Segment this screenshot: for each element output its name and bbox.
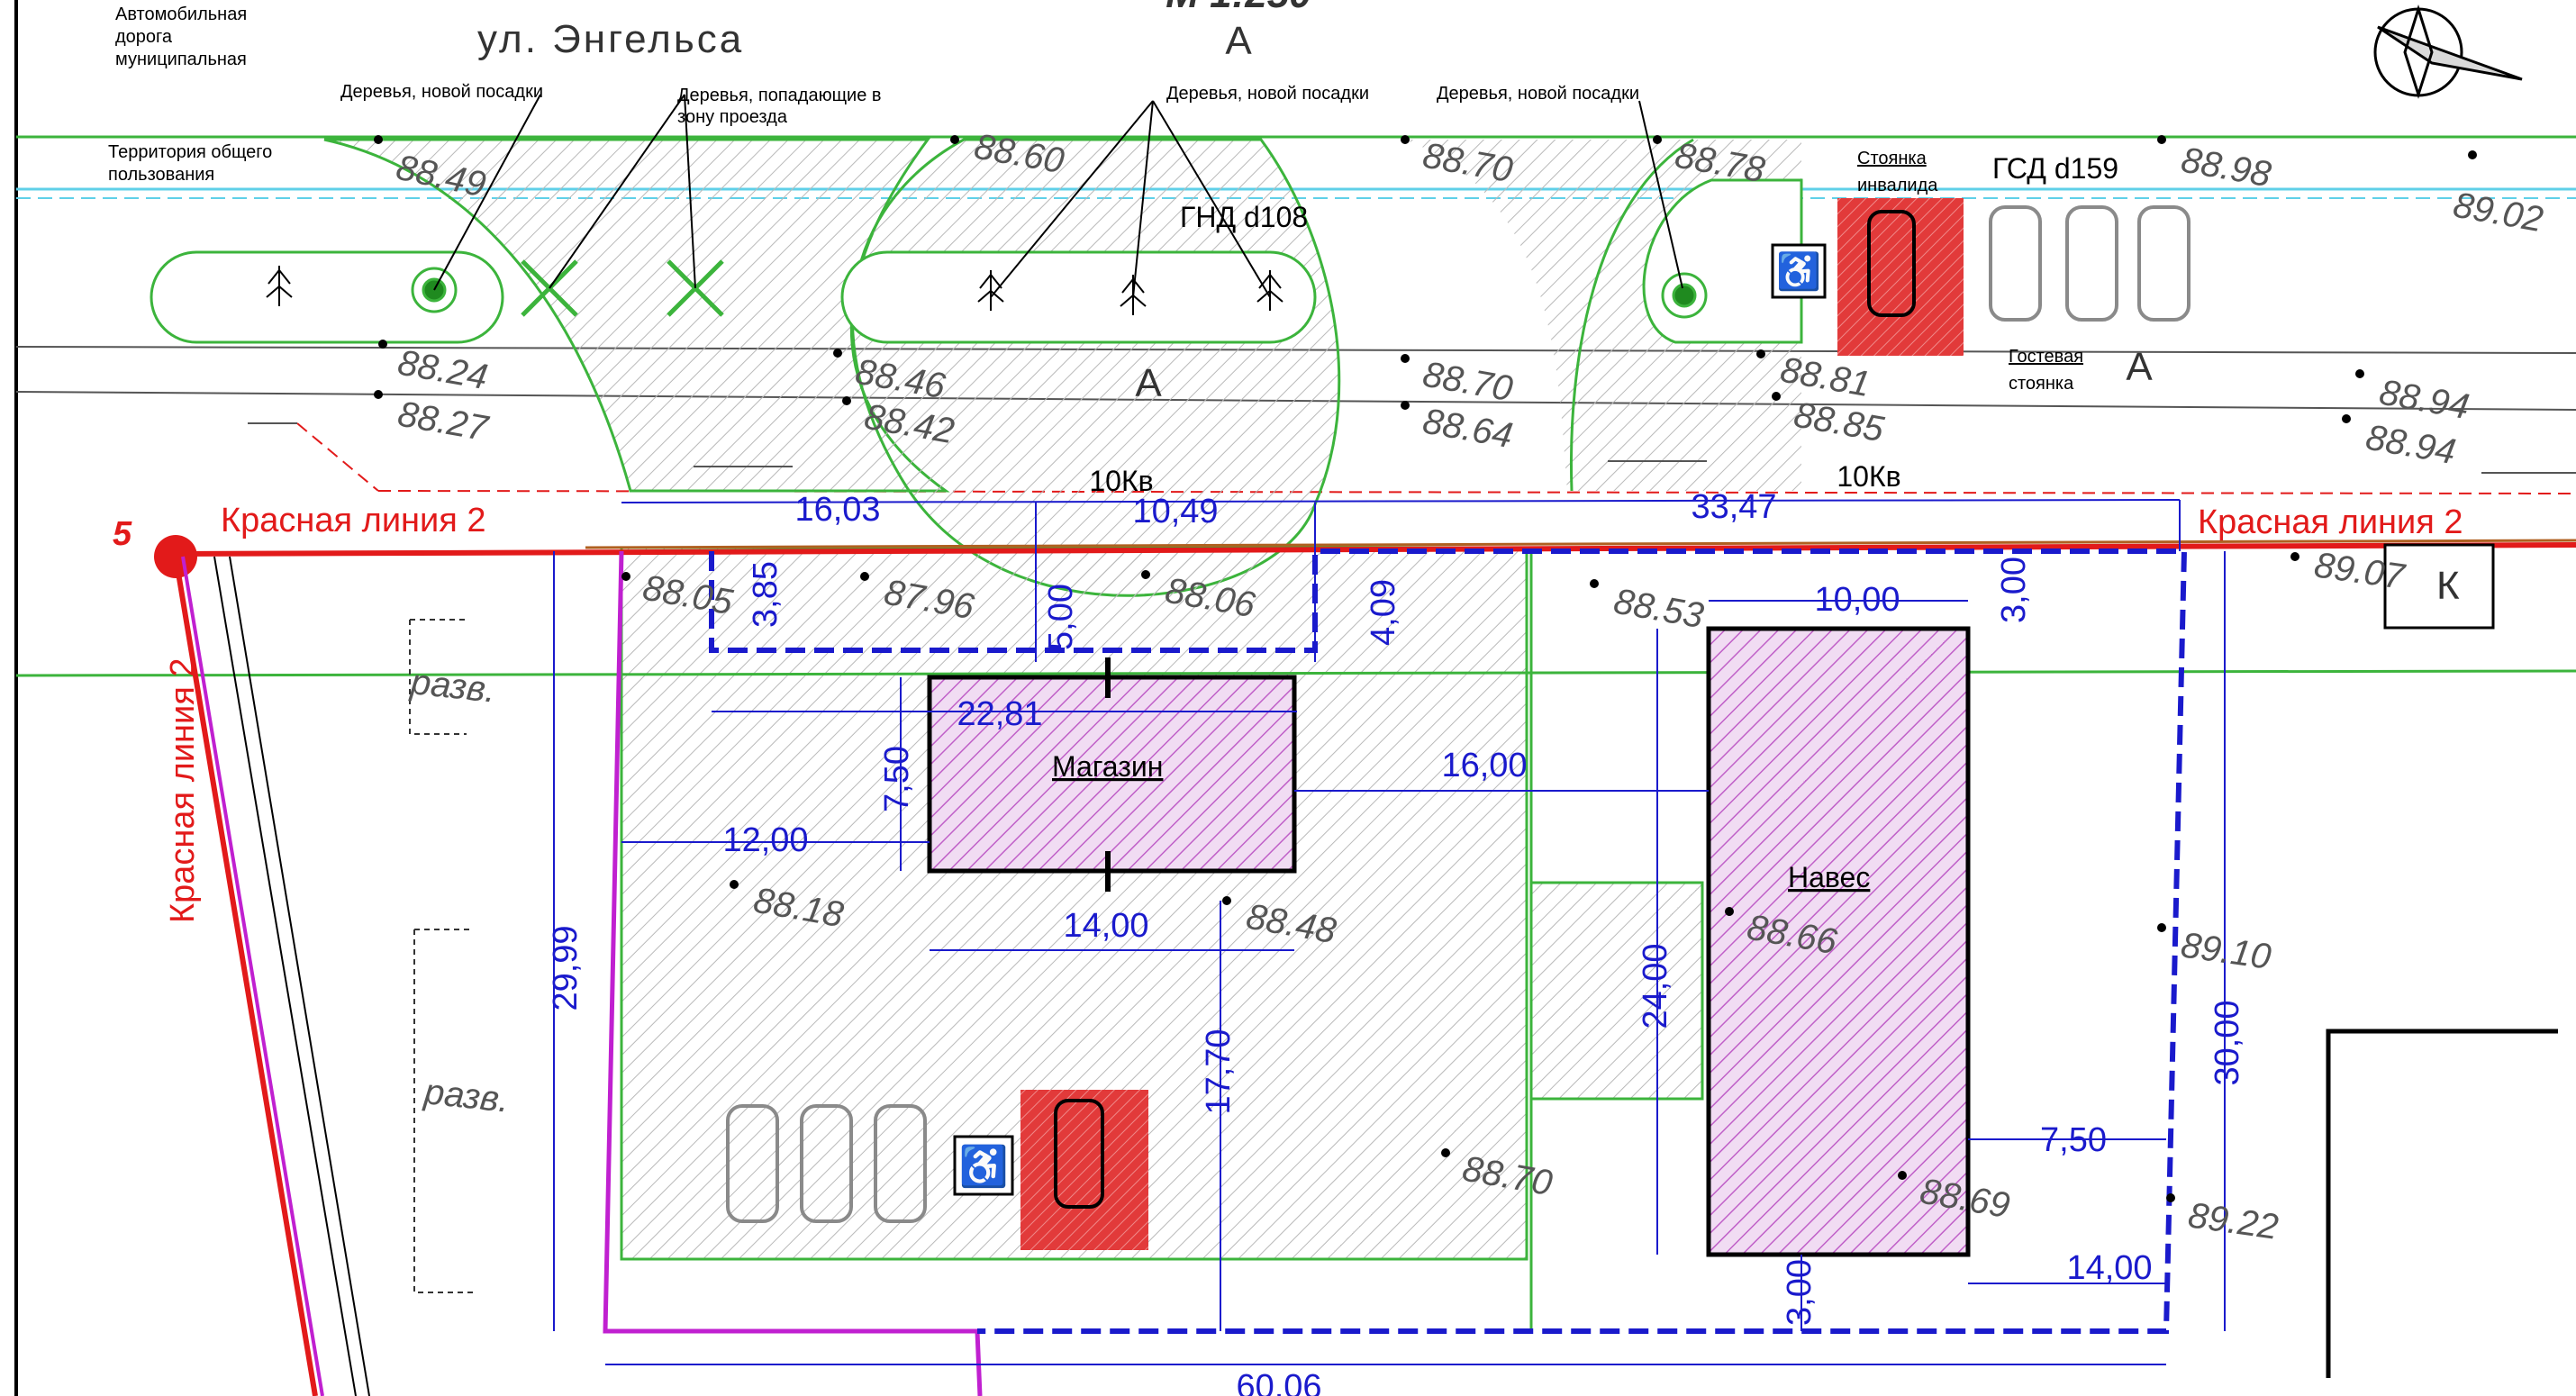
dimension-label: 33,47 [1691, 488, 1776, 526]
dimension-label: 3,00 [1781, 1259, 1819, 1326]
elevation-label: 88.24 [395, 343, 490, 398]
disabled-parking-label-2: инвалида [1857, 176, 1938, 195]
flow-arrows [248, 422, 2576, 474]
dimension-label: 17,70 [1200, 1029, 1238, 1114]
canopy-label: Навес [1788, 861, 1870, 893]
shop-label: Магазин [1052, 750, 1163, 783]
wheelchair-glyph: ♿ [1776, 250, 1821, 292]
car-icon [1867, 210, 1916, 317]
section-a-label: А [1225, 19, 1252, 63]
wheelchair-icon [1771, 243, 1827, 299]
dimension-label: 3,00 [1995, 557, 2033, 623]
shop-building [927, 675, 1297, 874]
elevation-label: 88.94 [2376, 373, 2472, 428]
point-5-label: 5 [113, 515, 132, 553]
razv-label-1: разв. [408, 662, 497, 711]
tree-symbol-icon [266, 266, 1283, 315]
guest-parking-label-2: стоянка [2009, 374, 2074, 394]
gsd-label: ГСД d159 [1992, 152, 2118, 185]
car-icon [1054, 1099, 1104, 1209]
dimension-label: 60,06 [1236, 1368, 1321, 1396]
red-line-2-vertical [173, 556, 318, 1396]
red-line-label-1: Красная линия 2 [221, 502, 486, 539]
dimension-label: 4,09 [1365, 579, 1402, 646]
dimension-label: 10,49 [1132, 493, 1218, 530]
elevation-label: 89.10 [2179, 925, 2273, 977]
disabled-parking-label-1: Стоянка [1857, 149, 1927, 168]
public-territory-label-2: пользования [108, 165, 214, 185]
elevation-label: 88.98 [2178, 141, 2274, 195]
building-zone-boundary [709, 548, 2188, 1334]
dimension-label: 14,00 [2066, 1249, 2152, 1287]
green-line-horizontal [15, 669, 2576, 677]
dimension-label: 16,00 [1441, 747, 1527, 784]
cable-label-1: 10Кв [1089, 465, 1153, 497]
dimension-label: 30,00 [2209, 1000, 2246, 1085]
scale-label: М 1:250 [1166, 0, 1311, 16]
elevation-label: 89.02 [2450, 186, 2545, 240]
canopy-building [1706, 626, 1971, 1257]
elevation-label: 89.22 [2186, 1195, 2281, 1247]
wheelchair-icon [953, 1135, 1014, 1196]
dimension-label: 22,81 [957, 695, 1042, 733]
green-island-1 [150, 250, 504, 344]
section-a-label-2: А [1135, 361, 1162, 405]
dimension-label: 10,00 [1814, 581, 1900, 619]
red-line-label-2: Красная линия 2 [2198, 503, 2463, 541]
dimension-label: 16,03 [794, 491, 880, 529]
car-icon [1989, 205, 2191, 322]
leader-lines [433, 94, 1683, 298]
road-type-label-2: дорога [115, 27, 173, 47]
trees-new-label-2: Деревья, новой посадки [1166, 84, 1369, 104]
dimension-label: 7,50 [2040, 1121, 2107, 1159]
street-label: ул. Энгельса [477, 17, 744, 61]
dimension-label: 12,00 [722, 821, 808, 859]
road-type-label-1: Автомобильная [115, 5, 247, 24]
dimension-label: 5,00 [1042, 584, 1080, 650]
gnd-label: ГНД d108 [1180, 201, 1308, 233]
dimension-label: 3,85 [747, 561, 785, 628]
disabled-parking-bottom [1020, 1090, 1148, 1250]
dimension-lines [553, 499, 2226, 1365]
dimension-label: 14,00 [1063, 907, 1148, 945]
elevation-label: 88.53 [1610, 582, 1706, 637]
disabled-parking-top [1837, 198, 1964, 356]
guest-parking-label-1: Гостевая [2009, 347, 2083, 367]
elevation-label: 88.94 [2363, 418, 2458, 473]
trees-new-label-3: Деревья, новой посадки [1437, 84, 1639, 104]
cable-label-2: 10Кв [1837, 460, 1900, 493]
car-icon [726, 1104, 927, 1223]
elevation-label: 88.85 [1791, 395, 1887, 450]
elevation-label: 88.27 [395, 394, 492, 449]
dimension-label: 7,50 [878, 746, 916, 812]
red-line-label-3: Красная линия 2 [164, 657, 202, 923]
section-a-label-3: А [2126, 345, 2153, 389]
k-mark-label: К [2436, 564, 2460, 608]
tree-icon [411, 267, 1708, 319]
green-island-2 [840, 250, 1317, 344]
trees-driveway-label-1: Деревья, попадающие в [677, 86, 882, 105]
dimension-label: 24,00 [1637, 943, 1674, 1029]
public-territory-label-1: Территория общего [108, 142, 272, 162]
dimension-label: 29,99 [547, 925, 585, 1011]
elevation-label: 88.64 [1420, 402, 1515, 457]
svg-text:♿: ♿ [959, 1144, 1009, 1189]
trees-new-label-1: Деревья, новой посадки [340, 82, 543, 102]
north-arrow-icon [2373, 4, 2523, 99]
red-line-2-horizontal [175, 542, 2576, 557]
road-type-label-3: муниципальная [115, 50, 247, 69]
dimension-labels: 16,03 10,49 33,47 3,85 5,00 4,09 10,00 3… [547, 488, 2246, 1396]
trees-driveway-label-2: зону проезда [677, 107, 788, 127]
razv-label-2: разв. [422, 1072, 511, 1120]
